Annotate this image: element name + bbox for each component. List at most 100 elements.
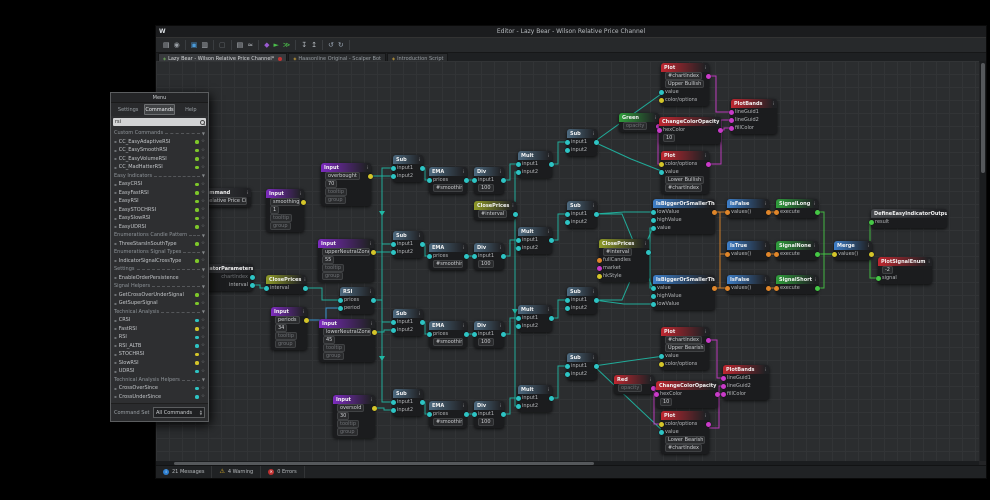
search-input[interactable] bbox=[115, 119, 200, 125]
favorite-star-icon[interactable]: ☆ bbox=[200, 300, 205, 306]
node-info-icon[interactable]: i bbox=[418, 391, 420, 396]
node-info-icon[interactable]: i bbox=[704, 329, 706, 334]
chevron-down-icon[interactable]: ▼ bbox=[201, 232, 205, 238]
input-port[interactable] bbox=[472, 253, 477, 259]
input-port[interactable] bbox=[338, 305, 343, 311]
node-info-icon[interactable]: i bbox=[499, 169, 501, 174]
output-port[interactable] bbox=[718, 127, 723, 133]
input-port[interactable] bbox=[391, 327, 396, 333]
output-port[interactable] bbox=[420, 399, 425, 405]
pin-icon[interactable]: ▪ bbox=[114, 334, 117, 340]
input-port[interactable] bbox=[725, 285, 730, 291]
input-port[interactable] bbox=[659, 353, 664, 359]
pin-icon[interactable]: ▪ bbox=[114, 198, 117, 204]
output-port[interactable] bbox=[464, 177, 469, 183]
node-info-icon[interactable]: i bbox=[370, 397, 372, 402]
run-all-icon[interactable]: ≫ bbox=[282, 40, 291, 49]
menu-tab-help[interactable]: Help bbox=[185, 106, 197, 113]
input-port[interactable] bbox=[659, 97, 664, 103]
node-info-icon[interactable]: i bbox=[418, 233, 420, 238]
editor-tab[interactable]: ◈Introduction Script bbox=[387, 53, 449, 63]
node-info-icon[interactable]: i bbox=[462, 323, 464, 328]
menu-command-item[interactable]: ▪IndicatorSignalCrossType☆ bbox=[111, 257, 208, 266]
input-port[interactable] bbox=[516, 403, 521, 409]
favorite-star-icon[interactable]: ☆ bbox=[200, 147, 205, 153]
output-port[interactable] bbox=[303, 285, 308, 291]
node-isbiggerorsmallerthan[interactable]: IsBiggerOrSmallerThanivaluehighValuelowV… bbox=[651, 275, 717, 310]
node-info-icon[interactable]: i bbox=[547, 229, 549, 234]
menu-command-item[interactable]: ▪GetCrossOverUnderSignal☆ bbox=[111, 291, 208, 300]
debug-icon[interactable]: ◆ bbox=[264, 40, 270, 49]
node-info-icon[interactable]: i bbox=[592, 289, 594, 294]
input-port[interactable] bbox=[516, 323, 521, 329]
node-info-icon[interactable]: i bbox=[299, 191, 301, 196]
menu-section-header[interactable]: Enumerations Candle Pattern▼ bbox=[111, 231, 208, 240]
input-port[interactable] bbox=[651, 225, 656, 231]
output-port[interactable] bbox=[594, 139, 599, 145]
node-info-icon[interactable]: i bbox=[302, 309, 304, 314]
status-segment-warn[interactable]: ⚠4 Warning bbox=[212, 466, 262, 478]
delete-icon[interactable]: ▢ bbox=[218, 40, 226, 49]
input-port[interactable] bbox=[832, 251, 837, 257]
pin-icon[interactable]: ▪ bbox=[114, 368, 117, 374]
menu-command-item[interactable]: ▪UDRSI☆ bbox=[111, 367, 208, 376]
chevron-down-icon[interactable]: ▼ bbox=[201, 283, 205, 289]
favorite-star-icon[interactable]: ☆ bbox=[200, 139, 205, 145]
node-info-icon[interactable]: i bbox=[366, 165, 368, 170]
menu-command-item[interactable]: ▪ThreeStarsInSouthType☆ bbox=[111, 240, 208, 249]
node-info-icon[interactable]: i bbox=[304, 277, 306, 282]
menu-command-item[interactable]: ▪CrossOverSince☆ bbox=[111, 384, 208, 393]
output-port[interactable] bbox=[372, 405, 377, 411]
input-port[interactable] bbox=[659, 161, 664, 167]
chevron-down-icon[interactable]: ▼ bbox=[201, 173, 205, 179]
node-info-icon[interactable]: i bbox=[547, 153, 549, 158]
pin-icon[interactable]: ▪ bbox=[114, 190, 117, 196]
menu-command-item[interactable]: ▪EasySTOCHRSI☆ bbox=[111, 206, 208, 215]
output-port[interactable] bbox=[513, 211, 518, 217]
output-port[interactable] bbox=[815, 209, 820, 215]
copy-icon[interactable]: ▥ bbox=[201, 40, 208, 49]
input-port[interactable] bbox=[876, 275, 881, 281]
input-port[interactable] bbox=[391, 319, 396, 325]
pin-icon[interactable]: ▪ bbox=[114, 147, 117, 153]
output-port[interactable] bbox=[766, 209, 771, 215]
favorite-star-icon[interactable]: ☆ bbox=[200, 241, 205, 247]
output-port[interactable] bbox=[250, 274, 255, 280]
node-info-icon[interactable]: i bbox=[772, 101, 774, 106]
node-header[interactable]: CalcIndicatorParametersi bbox=[181, 264, 253, 273]
input-port[interactable] bbox=[725, 251, 730, 257]
output-port[interactable] bbox=[706, 421, 711, 427]
pin-icon[interactable]: ▪ bbox=[114, 292, 117, 298]
node-info-icon[interactable]: i bbox=[462, 169, 464, 174]
node-header[interactable]: ChangeColorOpacityi bbox=[656, 381, 718, 390]
node-info-icon[interactable]: i bbox=[512, 203, 514, 208]
input-port[interactable] bbox=[427, 177, 432, 183]
input-port[interactable] bbox=[659, 361, 664, 367]
node-info-icon[interactable]: i bbox=[370, 321, 372, 326]
input-port[interactable] bbox=[516, 161, 521, 167]
